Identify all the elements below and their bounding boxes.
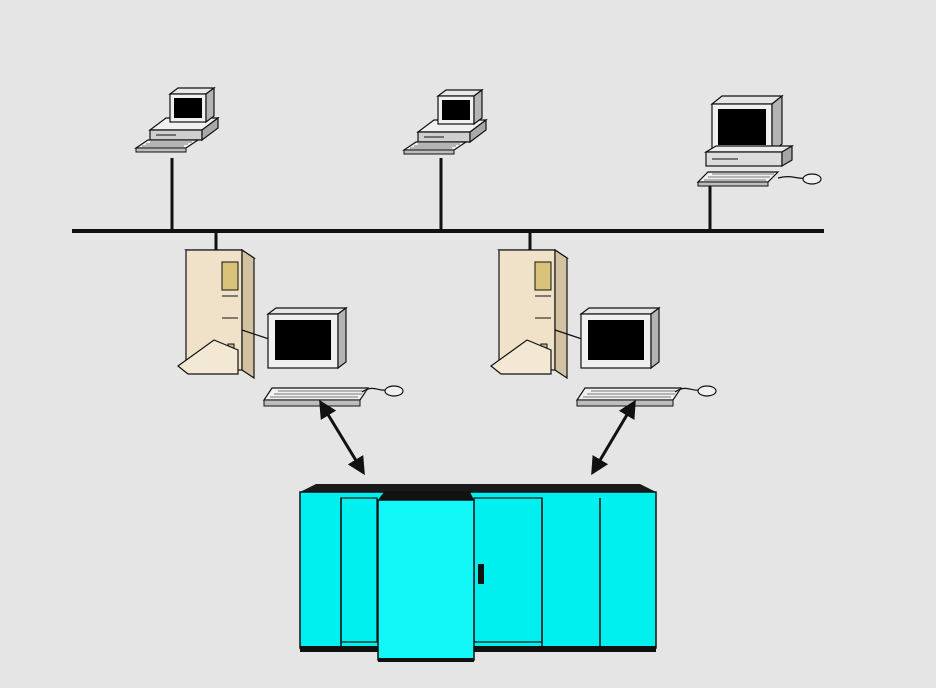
workstation-computer-icon — [697, 95, 822, 187]
arrow-tower-2-mainframe — [591, 399, 636, 476]
desktop-computer-icon — [403, 89, 487, 155]
tower-pc-icon — [177, 249, 404, 407]
tower-pc-icon — [490, 249, 717, 407]
drop-lines — [170, 158, 712, 250]
desktop-computer-icon — [135, 87, 219, 153]
mainframe-icon — [299, 484, 657, 662]
arrow-tower-1-mainframe — [319, 399, 365, 476]
